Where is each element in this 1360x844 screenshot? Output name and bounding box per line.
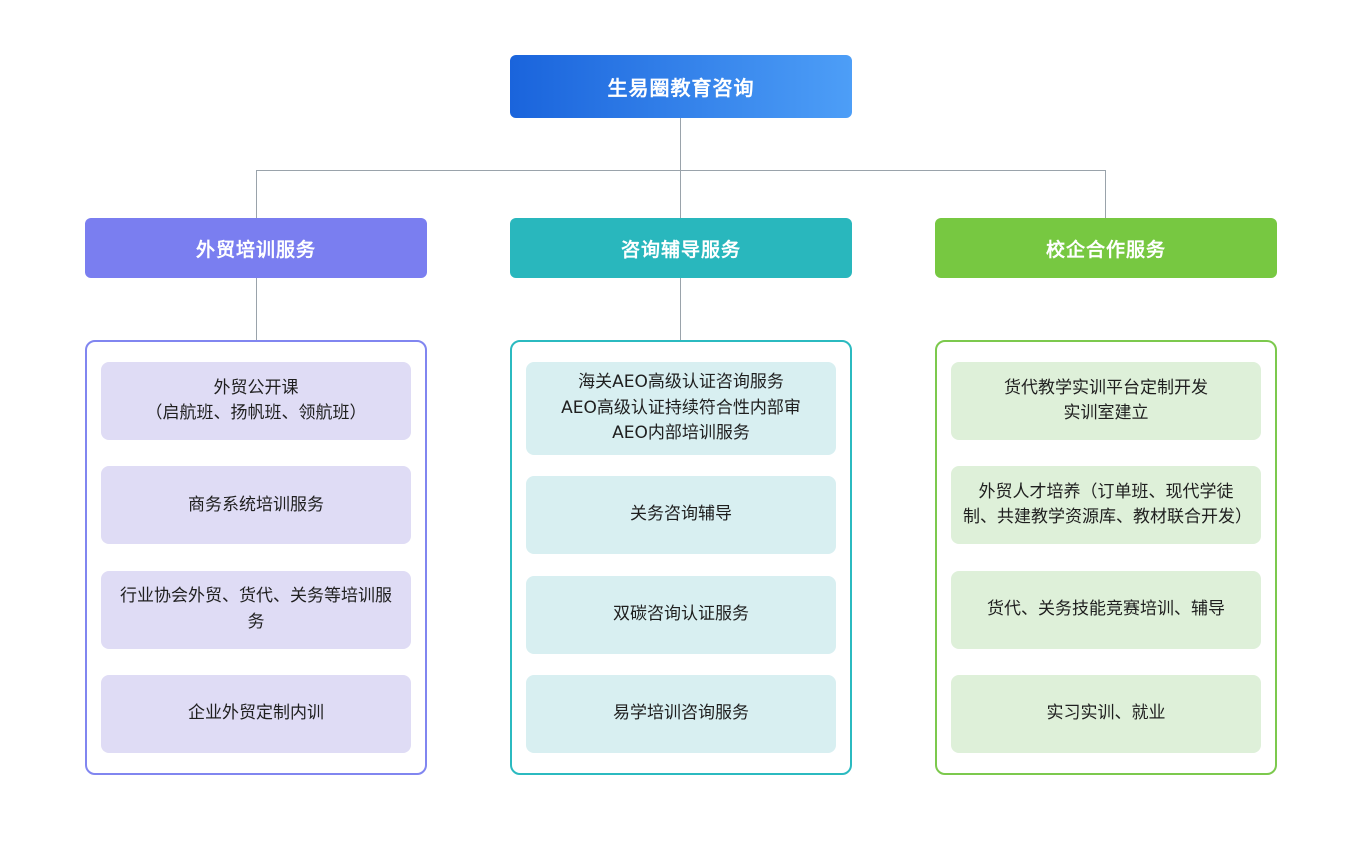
connector-horizontal [256, 170, 1106, 171]
branch-header-label: 外贸培训服务 [195, 238, 316, 261]
item-node[interactable]: 关务咨询辅导 [526, 476, 836, 554]
item-node[interactable]: 货代教学实训平台定制开发 实训室建立 [951, 362, 1261, 440]
branch-header-label: 校企合作服务 [1045, 238, 1166, 261]
branch-group-trade-training: 外贸公开课 （启航班、扬帆班、领航班） 商务系统培训服务 行业协会外贸、货代、关… [85, 340, 427, 775]
connector-sub-left [256, 278, 257, 340]
root-node[interactable]: 生易圈教育咨询 [510, 55, 852, 118]
branch-header-label: 咨询辅导服务 [620, 238, 741, 261]
item-node[interactable]: 易学培训咨询服务 [526, 675, 836, 753]
connector-root-stem [680, 118, 681, 170]
branch-header-school-enterprise[interactable]: 校企合作服务 [935, 218, 1277, 278]
branch-group-school-enterprise: 货代教学实训平台定制开发 实训室建立 外贸人才培养（订单班、现代学徒制、共建教学… [935, 340, 1277, 775]
item-node[interactable]: 外贸人才培养（订单班、现代学徒制、共建教学资源库、教材联合开发） [951, 466, 1261, 545]
item-node[interactable]: 外贸公开课 （启航班、扬帆班、领航班） [101, 362, 411, 440]
item-node[interactable]: 货代、关务技能竞赛培训、辅导 [951, 570, 1261, 649]
item-node[interactable]: 商务系统培训服务 [101, 466, 411, 545]
item-node[interactable]: 海关AEO高级认证咨询服务 AEO高级认证持续符合性内部审 AEO内部培训服务 [526, 362, 836, 455]
connector-drop-middle [680, 170, 681, 218]
item-node[interactable]: 实习实训、就业 [951, 674, 1261, 753]
branch-group-consulting: 海关AEO高级认证咨询服务 AEO高级认证持续符合性内部审 AEO内部培训服务 … [510, 340, 852, 775]
item-node[interactable]: 双碳咨询认证服务 [526, 575, 836, 654]
item-node[interactable]: 行业协会外贸、货代、关务等培训服务 [101, 570, 411, 649]
connector-drop-right [1105, 170, 1106, 218]
root-node-label: 生易圈教育咨询 [607, 76, 755, 100]
item-node[interactable]: 企业外贸定制内训 [101, 674, 411, 753]
connector-sub-middle [680, 278, 681, 340]
connector-drop-left [256, 170, 257, 218]
branch-header-consulting[interactable]: 咨询辅导服务 [510, 218, 852, 278]
branch-header-trade-training[interactable]: 外贸培训服务 [85, 218, 427, 278]
